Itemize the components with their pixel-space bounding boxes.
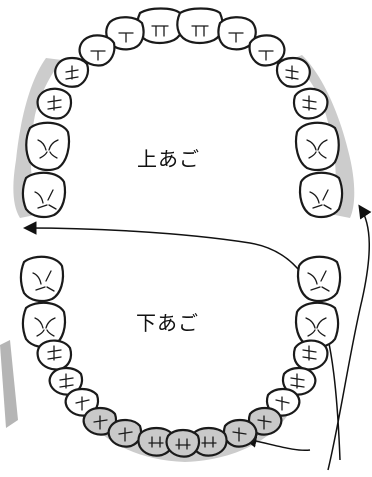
- tooth-mark: [59, 373, 74, 389]
- upper-tooth: [294, 121, 340, 172]
- lower-jaw-arrow: [243, 434, 311, 452]
- tooth-mark: [191, 25, 209, 37]
- tooth-mark: [309, 189, 332, 210]
- lower-tooth: [294, 301, 340, 349]
- tooth-mark: [65, 65, 79, 80]
- tooth-mark: [175, 438, 191, 450]
- upper-tooth: [21, 171, 67, 219]
- tooth-mark: [228, 32, 244, 43]
- tooth-mark: [151, 25, 169, 37]
- tooth-mark: [75, 396, 90, 411]
- upper-tooth: [25, 121, 71, 172]
- upper-tooth: [275, 56, 311, 88]
- crossing-arrow: [23, 221, 341, 461]
- lower-tooth: [19, 255, 65, 303]
- lower-tooth: [165, 428, 201, 458]
- tooth-mark: [258, 50, 274, 61]
- tooth-mark: [305, 317, 327, 337]
- tooth-mark: [37, 139, 59, 159]
- tooth-mark: [34, 317, 56, 337]
- upper-teeth: [21, 7, 344, 219]
- lower-tooth-markings: [32, 270, 330, 450]
- tooth-mark: [302, 95, 317, 111]
- toothbrush-handle: [0, 340, 18, 428]
- lower-tooth: [292, 339, 329, 371]
- tooth-mark: [34, 189, 57, 210]
- lower-tooth: [296, 255, 342, 303]
- tooth-mark: [118, 427, 133, 442]
- tooth-mark: [90, 50, 106, 61]
- tooth-mark: [93, 415, 108, 430]
- lower-jaw-label: 下あご: [136, 311, 199, 335]
- tooth-mark: [285, 65, 299, 80]
- tooth-mark: [148, 436, 164, 448]
- tooth-mark: [306, 139, 328, 159]
- lower-teeth: [19, 255, 342, 458]
- tooth-mark: [47, 95, 62, 111]
- upper-tooth: [298, 171, 344, 219]
- tooth-mark: [118, 32, 134, 43]
- tooth-mark: [302, 345, 317, 361]
- upper-tooth-markings: [34, 25, 332, 210]
- tooth-mark: [275, 396, 290, 411]
- tooth-mark: [290, 373, 305, 389]
- upper-tooth: [292, 87, 329, 120]
- tooth-mark: [47, 345, 62, 361]
- tooth-mark: [32, 270, 55, 292]
- tooth-mark: [307, 270, 330, 292]
- tooth-mark: [257, 415, 272, 430]
- upper-jaw-label: 上あご: [137, 147, 200, 171]
- tooth-mark: [232, 427, 247, 442]
- tooth-mark: [201, 436, 217, 448]
- lower-tooth: [137, 426, 175, 457]
- upper-jaw-arrow: [327, 204, 372, 471]
